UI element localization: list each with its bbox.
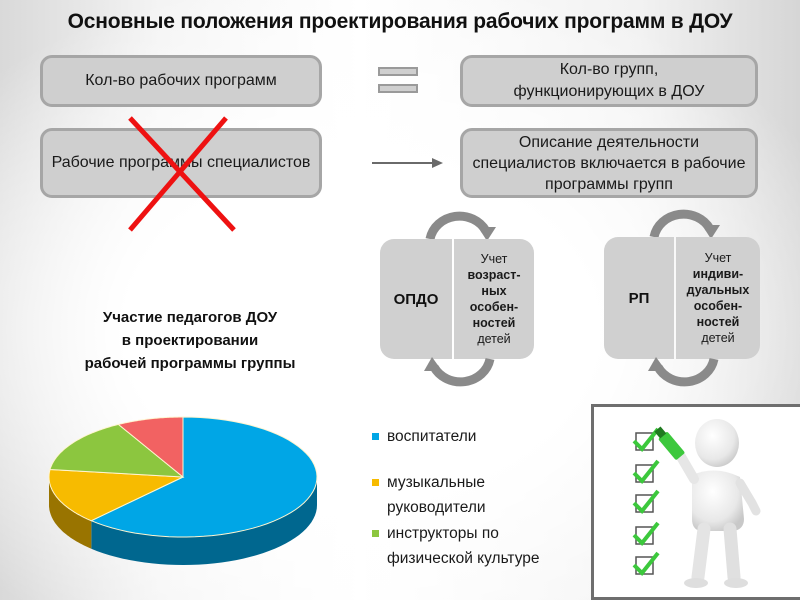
opdo-label: ОПДО xyxy=(393,290,439,308)
specialist-description-line1: Описание деятельности xyxy=(518,133,700,151)
cycle-arrow-bottom-icon xyxy=(648,357,719,387)
legend-swatch xyxy=(372,530,379,537)
legend-item-pe-instructors: инструкторы по физической культуре xyxy=(372,521,540,571)
pie-slice-side xyxy=(91,477,317,565)
rp-desc-line: ностей xyxy=(696,315,740,329)
pie-slice-3 xyxy=(117,416,184,479)
chart-title-line: рабочей программы группы xyxy=(84,355,296,372)
chart-title: Участие педагогов ДОУ в проектировании р… xyxy=(40,306,340,375)
rp-desc-line: дуальных xyxy=(686,283,750,297)
groups-count-line2: функционирующих в ДОУ xyxy=(513,83,705,100)
work-programs-count-box: Кол-во рабочих программ xyxy=(40,55,322,107)
legend-item-music-directors: музыкальные руководители xyxy=(372,470,486,520)
checkbox-icons xyxy=(632,427,660,576)
pie-chart xyxy=(48,416,318,565)
rp-label: РП xyxy=(628,289,650,307)
legend-swatch xyxy=(372,479,379,486)
arrow-right-icon xyxy=(372,158,443,168)
rp-label-block: РП xyxy=(604,237,674,359)
groups-count-box: Кол-во групп, функционирующих в ДОУ xyxy=(460,55,758,107)
rp-desc-line: особен- xyxy=(693,299,743,313)
opdo-desc-line: ных xyxy=(481,284,507,298)
opdo-desc-line: Учет xyxy=(480,252,508,266)
rp-desc-line: индиви- xyxy=(692,267,744,281)
groups-count-line1: Кол-во групп, xyxy=(559,61,659,78)
cross-out-icon xyxy=(128,116,236,232)
legend-label: музыкальные xyxy=(387,474,486,491)
legend-label: воспитатели xyxy=(387,428,477,445)
work-programs-count-label: Кол-во рабочих программ xyxy=(85,72,277,89)
legend-label: физической культуре xyxy=(387,550,540,567)
cycle-arrow-bottom-icon xyxy=(424,357,495,387)
legend-label: руководители xyxy=(387,499,486,516)
equals-bar-top xyxy=(378,67,418,76)
specialist-description-line2: специалистов включается в рабочие xyxy=(472,154,746,172)
pie-slice-1 xyxy=(48,468,184,522)
legend-item-educators: воспитатели xyxy=(372,424,476,449)
specialist-description-line3: программы групп xyxy=(545,175,673,193)
legend-label: инструкторы по xyxy=(387,525,499,542)
rp-desc-line: Учет xyxy=(704,251,732,265)
green-marker-icon xyxy=(654,426,685,460)
checklist-illustration xyxy=(591,404,800,600)
opdo-desc-line: детей xyxy=(477,332,511,346)
chart-title-line: Участие педагогов ДОУ xyxy=(102,309,278,326)
slide-title: Основные положения проектирования рабочи… xyxy=(67,10,733,33)
person-checklist-image xyxy=(632,419,761,588)
opdo-description-block: Учет возраст- ных особен- ностей детей xyxy=(454,239,534,359)
cycle-rp: РП Учет индиви- дуальных особен- ностей … xyxy=(604,203,764,388)
specialist-description-box: Описание деятельности специалистов включ… xyxy=(460,128,758,198)
cycle-opdo: ОПДО Учет возраст- ных особен- ностей де… xyxy=(380,205,540,390)
person-figure xyxy=(665,419,761,588)
pie-slice-0 xyxy=(90,416,318,538)
equals-bar-bottom xyxy=(378,84,418,93)
opdo-desc-line: особен- xyxy=(469,300,519,314)
pie-slice-2 xyxy=(49,423,185,478)
opdo-desc-line: ностей xyxy=(472,316,516,330)
rp-description-block: Учет индиви- дуальных особен- ностей дет… xyxy=(676,237,760,359)
rp-desc-line: детей xyxy=(701,331,735,345)
specialist-programs-box: Рабочие программы специалистов xyxy=(40,128,322,198)
pie-slice-side xyxy=(49,477,92,549)
opdo-desc-line: возраст- xyxy=(467,268,521,282)
cycle-arrow-top-icon xyxy=(425,211,496,241)
specialist-programs-label: Рабочие программы специалистов xyxy=(51,154,311,171)
chart-title-line: в проектировании xyxy=(121,332,259,349)
cycle-arrow-top-icon xyxy=(649,209,720,239)
opdo-label-block: ОПДО xyxy=(380,239,452,359)
legend-swatch xyxy=(372,433,379,440)
